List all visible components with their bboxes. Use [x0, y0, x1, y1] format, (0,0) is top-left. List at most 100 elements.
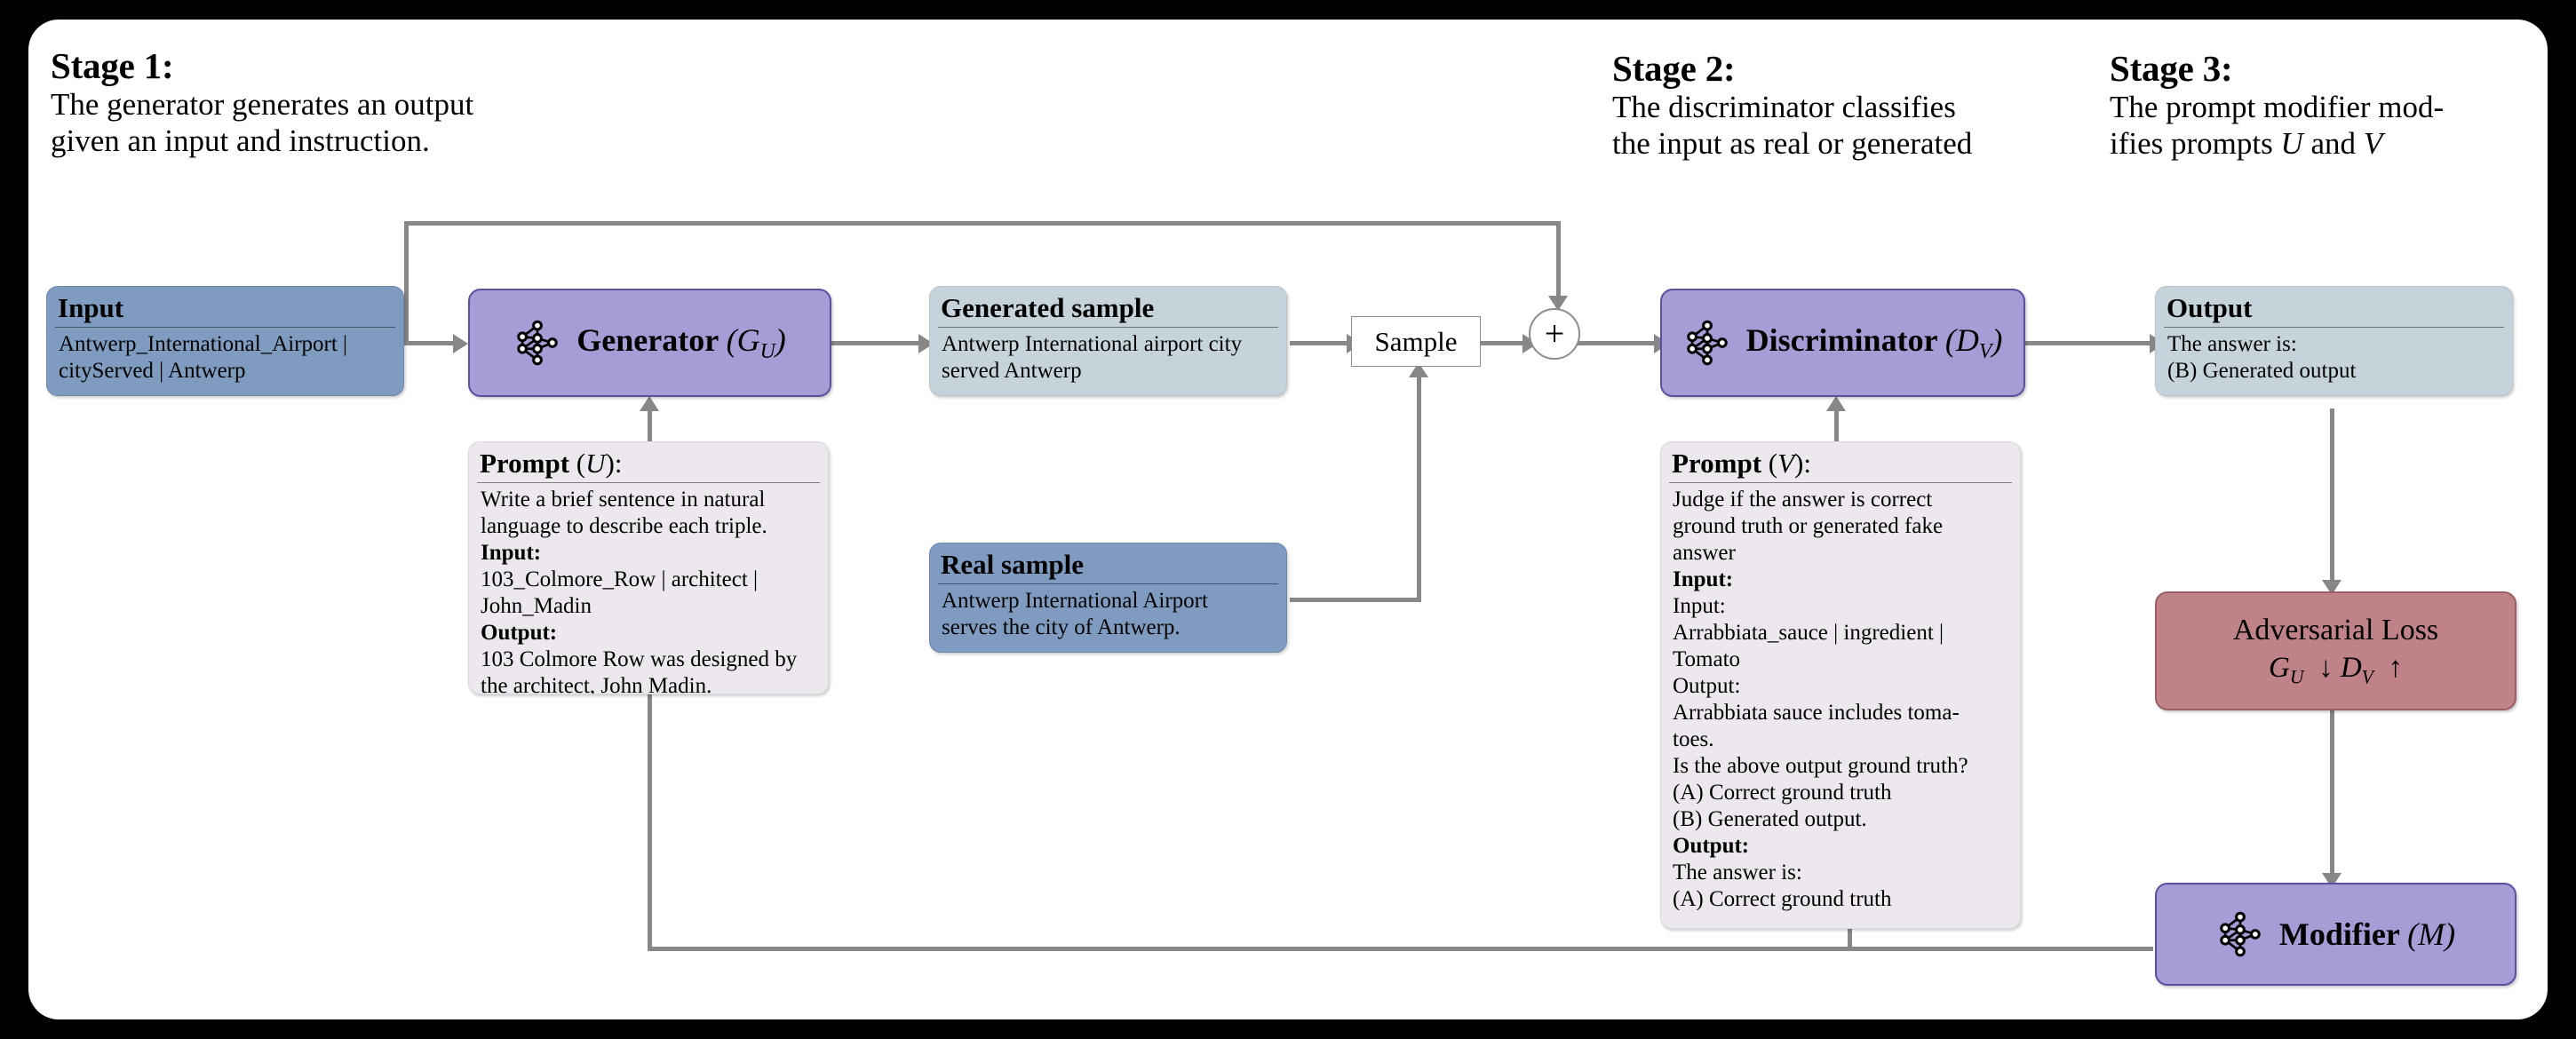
generated-sample-box: Generated sample Antwerp International a… — [929, 286, 1287, 396]
output-box-line-2: (B) Generated output — [2167, 359, 2357, 384]
output-box-line-1: The answer is: — [2167, 332, 2297, 357]
generated-sample-line-1: Antwerp International airport city — [942, 332, 1243, 357]
connector-prompt-u-to-generator — [648, 408, 652, 448]
stage-3-header: Stage 3: The prompt modifier mod- ifies … — [2110, 48, 2445, 162]
input-box-body-line-1: Antwerp_International_Airport | — [59, 332, 348, 357]
prompt-v-box: Prompt (V): Judge if the answer is corre… — [1660, 441, 2021, 929]
connector-input-to-plus-horizontal — [404, 221, 1561, 226]
prompt-u-divider — [477, 482, 820, 484]
adversarial-loss-title: Adversarial Loss — [2232, 613, 2439, 646]
prompt-v-line-11: Is the above output ground truth? — [1673, 754, 1968, 779]
connector-generated-sample-to-sample — [1290, 341, 1350, 345]
connector-generator-to-generated-sample — [828, 341, 922, 345]
stage-2-desc-line-1: The discriminator classifies — [1612, 89, 1956, 124]
connector-bus-to-prompt-u-vertical — [648, 688, 652, 949]
connector-loss-to-modifier — [2330, 706, 2334, 879]
sample-box-label: Sample — [1374, 325, 1458, 357]
plus-junction: + — [1529, 308, 1580, 360]
prompt-v-line-5: Input: — [1673, 594, 1726, 619]
connector-prompt-v-to-discriminator — [1834, 408, 1839, 448]
generated-sample-divider — [938, 327, 1278, 329]
prompt-v-line-16: (A) Correct ground truth — [1673, 887, 1892, 912]
prompt-v-line-8: Output: — [1673, 674, 1741, 699]
connector-real-sample-vertical — [1417, 375, 1421, 601]
stage-1-desc-line-1: The generator generates an output — [51, 86, 474, 122]
real-sample-divider — [938, 583, 1278, 585]
connector-input-to-plus-vertical-left — [404, 221, 409, 345]
real-sample-header: Real sample — [941, 549, 1085, 580]
connector-modifier-bottom-bus — [648, 947, 2153, 951]
prompt-v-line-15: The answer is: — [1673, 861, 1802, 885]
real-sample-box: Real sample Antwerp International Airpor… — [929, 543, 1287, 653]
generator-node-label: Generator (GU) — [576, 321, 786, 364]
prompt-u-box: Prompt (U): Write a brief sentence in na… — [468, 441, 829, 694]
prompt-u-line-6: Output: — [481, 621, 558, 646]
output-box-header: Output — [2167, 292, 2253, 323]
stage-2-desc-line-2: the input as real or generated — [1612, 125, 1973, 161]
generator-node[interactable]: Generator (GU) — [468, 289, 831, 397]
prompt-v-line-6: Arrabbiata_sauce | ingredient | — [1673, 621, 1944, 646]
prompt-v-line-1: Judge if the answer is correct — [1673, 488, 1933, 512]
input-box: Input Antwerp_International_Airport | ci… — [46, 286, 404, 396]
prompt-v-line-4: Input: — [1673, 567, 1734, 592]
neural-network-icon — [1686, 320, 1728, 366]
connector-output-to-loss — [2330, 408, 2334, 586]
input-box-header: Input — [58, 292, 124, 323]
prompt-u-line-4: 103_Colmore_Row | architect | — [481, 567, 759, 592]
output-box-divider — [2164, 327, 2504, 329]
figure-panel — [28, 20, 2548, 1019]
adversarial-loss-formula: GU ↓ DV ↑ — [2269, 652, 2403, 688]
prompt-v-line-13: (B) Generated output. — [1673, 807, 1867, 832]
prompt-u-line-1: Write a brief sentence in natural — [481, 488, 766, 512]
output-box: Output The answer is: (B) Generated outp… — [2155, 286, 2513, 396]
stage-1-header: Stage 1: The generator generates an outp… — [51, 45, 474, 159]
prompt-u-line-5: John_Madin — [481, 594, 592, 619]
neural-network-icon — [2220, 911, 2261, 957]
stage-1-desc-line-2: given an input and instruction. — [51, 123, 430, 158]
prompt-u-line-2: language to describe each triple. — [481, 514, 767, 539]
real-sample-line-2: serves the city of Antwerp. — [942, 615, 1181, 640]
prompt-v-header: Prompt (V): — [1672, 448, 1811, 479]
arrowhead-generator-in — [453, 334, 468, 353]
connector-bus-to-prompt-v-vertical — [1848, 913, 1852, 949]
arrowhead-into-plus-top — [1548, 296, 1568, 311]
neural-network-icon — [517, 320, 559, 366]
connector-plus-to-discriminator — [1577, 341, 1660, 345]
real-sample-body: Antwerp International Airport serves the… — [930, 584, 1286, 648]
input-box-body: Antwerp_International_Airport | cityServ… — [47, 328, 403, 392]
connector-input-to-generator — [403, 341, 457, 345]
input-box-divider — [55, 327, 395, 329]
real-sample-line-1: Antwerp International Airport — [942, 589, 1208, 614]
stage-3-desc-line-2: ifies prompts U and V — [2110, 125, 2383, 161]
arrowhead-discriminator-in-bottom — [1826, 396, 1846, 411]
stage-3-desc-line-1: The prompt modifier mod- — [2110, 89, 2445, 124]
plus-junction-label: + — [1544, 313, 1565, 353]
prompt-u-header: Prompt (U): — [480, 448, 623, 479]
stage-2-header: Stage 2: The discriminator classifies th… — [1612, 48, 1973, 162]
prompt-v-divider — [1669, 482, 2012, 484]
adversarial-loss-box: Adversarial Loss GU ↓ DV ↑ — [2155, 591, 2516, 710]
prompt-u-line-8: the architect, John Madin. — [481, 674, 712, 694]
prompt-v-line-9: Arrabbiata sauce includes toma- — [1673, 701, 1960, 726]
prompt-v-line-7: Tomato — [1673, 647, 1741, 672]
stage-1-title: Stage 1: — [51, 45, 174, 86]
modifier-node[interactable]: Modifier (M) — [2155, 883, 2516, 986]
input-box-body-line-2: cityServed | Antwerp — [59, 359, 246, 384]
prompt-v-line-10: toes. — [1673, 727, 1714, 752]
modifier-node-label: Modifier (M) — [2278, 916, 2456, 952]
discriminator-node[interactable]: Discriminator (DV) — [1660, 289, 2025, 397]
output-box-body: The answer is: (B) Generated output — [2156, 328, 2512, 392]
generated-sample-body: Antwerp International airport city serve… — [930, 328, 1286, 392]
sample-box: Sample — [1351, 316, 1481, 367]
connector-sample-to-plus — [1479, 341, 1529, 345]
stage-3-title: Stage 3: — [2110, 48, 2233, 89]
prompt-v-line-3: answer — [1673, 541, 1736, 566]
generated-sample-header: Generated sample — [941, 292, 1155, 323]
prompt-v-line-14: Output: — [1673, 834, 1750, 859]
prompt-v-line-12: (A) Correct ground truth — [1673, 781, 1892, 805]
arrowhead-loss-in — [2322, 580, 2341, 595]
connector-input-to-plus-vertical-right — [1556, 221, 1561, 299]
